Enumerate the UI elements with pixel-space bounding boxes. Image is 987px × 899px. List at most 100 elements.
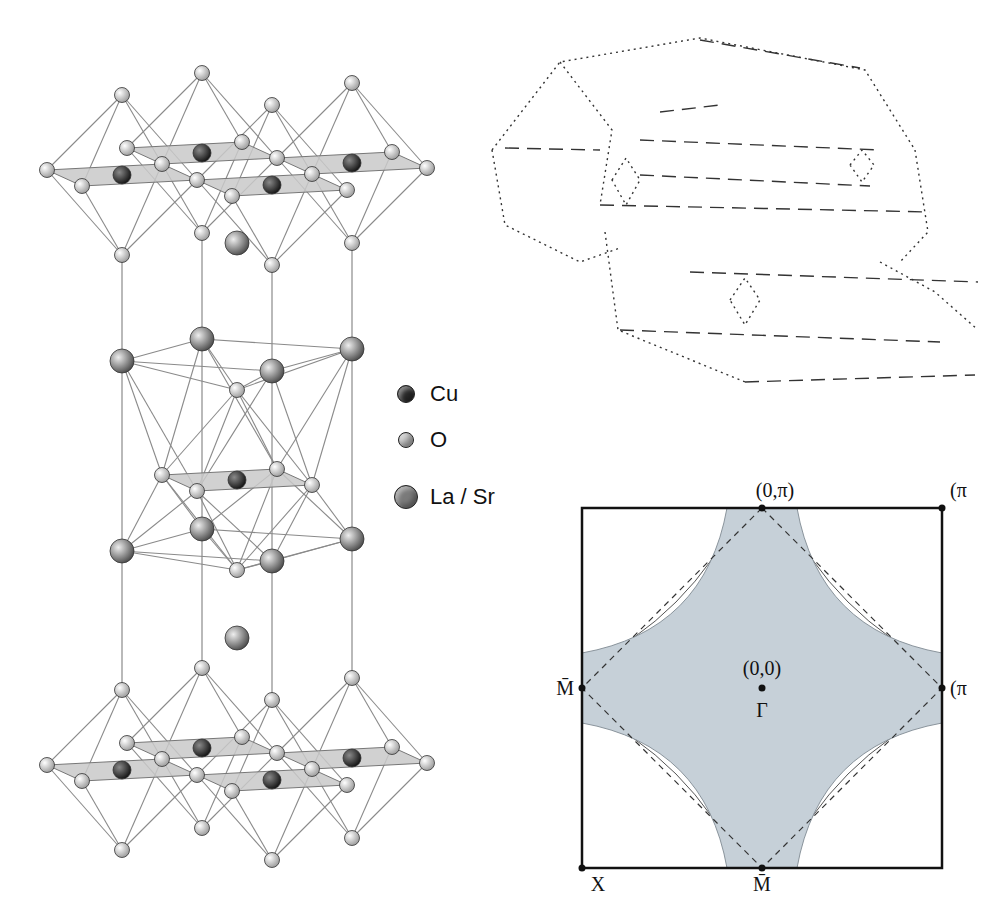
bond-line (202, 668, 242, 737)
oxygen-atom (305, 167, 320, 182)
bond-line (127, 73, 202, 148)
copper-atom (193, 739, 211, 757)
bond-line (202, 339, 352, 349)
legend-text: O (430, 427, 447, 453)
zone-edge-dotted (900, 150, 928, 262)
zone-edge-dashed (745, 375, 975, 382)
oxygen-atom (120, 736, 135, 751)
bond-line (197, 700, 272, 775)
symmetry-point-label: Γ (756, 699, 768, 721)
zone-edge-dashed (700, 40, 860, 68)
oxygen-atom (265, 693, 280, 708)
cuo2-plaquette (127, 142, 277, 164)
lanthanum-atom (110, 349, 134, 373)
zone-edge-dashed (505, 148, 600, 150)
legend-entry: Cu (397, 380, 458, 408)
oxygen-atom (75, 179, 90, 194)
oxygen-atom (155, 468, 170, 483)
oxygen-atom (345, 831, 360, 846)
cuo2-plaquette (127, 737, 277, 759)
oxygen-atom (115, 88, 130, 103)
fermi-surface (579, 505, 946, 872)
cuo2-plaquette (277, 152, 427, 174)
lanthanum-atom (225, 231, 249, 255)
oxygen-atom (115, 683, 130, 698)
brillouin-zone-sketch (492, 38, 978, 382)
zone-edge-dashed (600, 205, 930, 212)
crystal-structure (40, 66, 435, 868)
bond-line (122, 529, 202, 551)
zone-edge-dashed (640, 140, 880, 150)
bond-line (277, 678, 352, 753)
oxygen-atom (305, 478, 320, 493)
oxygen-atom (385, 740, 400, 755)
zone-edge-dotted (605, 232, 745, 382)
bond-line (351, 243, 352, 678)
zone-edge-dashed (640, 175, 870, 186)
lanthanum-atom (190, 327, 214, 351)
bond-line (352, 83, 392, 152)
bond-line (202, 339, 277, 469)
bond-line (237, 390, 277, 469)
copper-atom (113, 761, 131, 779)
zone-edge-dashed (660, 105, 720, 112)
oxygen-atom (230, 383, 245, 398)
zone-square (582, 508, 942, 868)
bond-line (127, 668, 202, 743)
zone-edge-dotted (492, 150, 620, 262)
legend-entry: La / Sr (394, 483, 495, 511)
cuo2-plaquette (162, 469, 312, 491)
legend-text: La / Sr (430, 484, 495, 510)
cuo2-plaquette (47, 164, 197, 186)
oxygen-atom (155, 752, 170, 767)
zone-edge-dotted (850, 150, 874, 182)
octahedra-planes (47, 142, 427, 791)
bond-line (197, 105, 272, 180)
oxygen-atom (120, 141, 135, 156)
bond-line (47, 95, 122, 170)
bond-line (312, 349, 352, 485)
lanthanum-atom (190, 517, 214, 541)
oxygen-atom (225, 189, 240, 204)
bond-line (202, 529, 352, 539)
zone-edge-dashed (690, 272, 978, 282)
lanthanum-atom (340, 337, 364, 361)
oxygen-atom (265, 258, 280, 273)
oxygen-atom (225, 784, 240, 799)
copper-atom (343, 154, 361, 172)
bond-line (162, 390, 237, 475)
copper-atom (193, 144, 211, 162)
copper-atom (263, 176, 281, 194)
bond-line (162, 339, 202, 475)
oxygen-atom (265, 98, 280, 113)
bond-line (232, 791, 272, 860)
oxygen-atom (195, 821, 210, 836)
bond-line (122, 491, 197, 551)
k-point-dot (759, 505, 766, 512)
k-coordinate-label: (0,0) (743, 657, 781, 679)
bond-line (122, 475, 162, 551)
zone-edge-dotted (730, 278, 760, 325)
zone-edge-dotted (612, 158, 640, 205)
bond-line (202, 73, 242, 142)
copper-atom (343, 749, 361, 767)
oxygen-atom (305, 762, 320, 777)
bond-line (202, 158, 277, 233)
oxygen-atom (190, 173, 205, 188)
k-point-dot (939, 685, 946, 692)
k-point-dot (939, 505, 946, 512)
bond-line (82, 186, 122, 255)
bond-line (122, 551, 237, 570)
oxygen-atom (75, 774, 90, 789)
k-point-dot (579, 685, 586, 692)
symmetry-point-label: M̄ (753, 873, 771, 895)
oxygen-atom (345, 671, 360, 686)
zone-edge-dotted (560, 62, 612, 205)
oxygen-atom (195, 66, 210, 81)
bond-line (122, 775, 197, 850)
oxygen-atom (345, 76, 360, 91)
oxygen-atom (230, 563, 245, 578)
bond-line (202, 753, 277, 828)
zone-edge-dotted (880, 262, 978, 330)
